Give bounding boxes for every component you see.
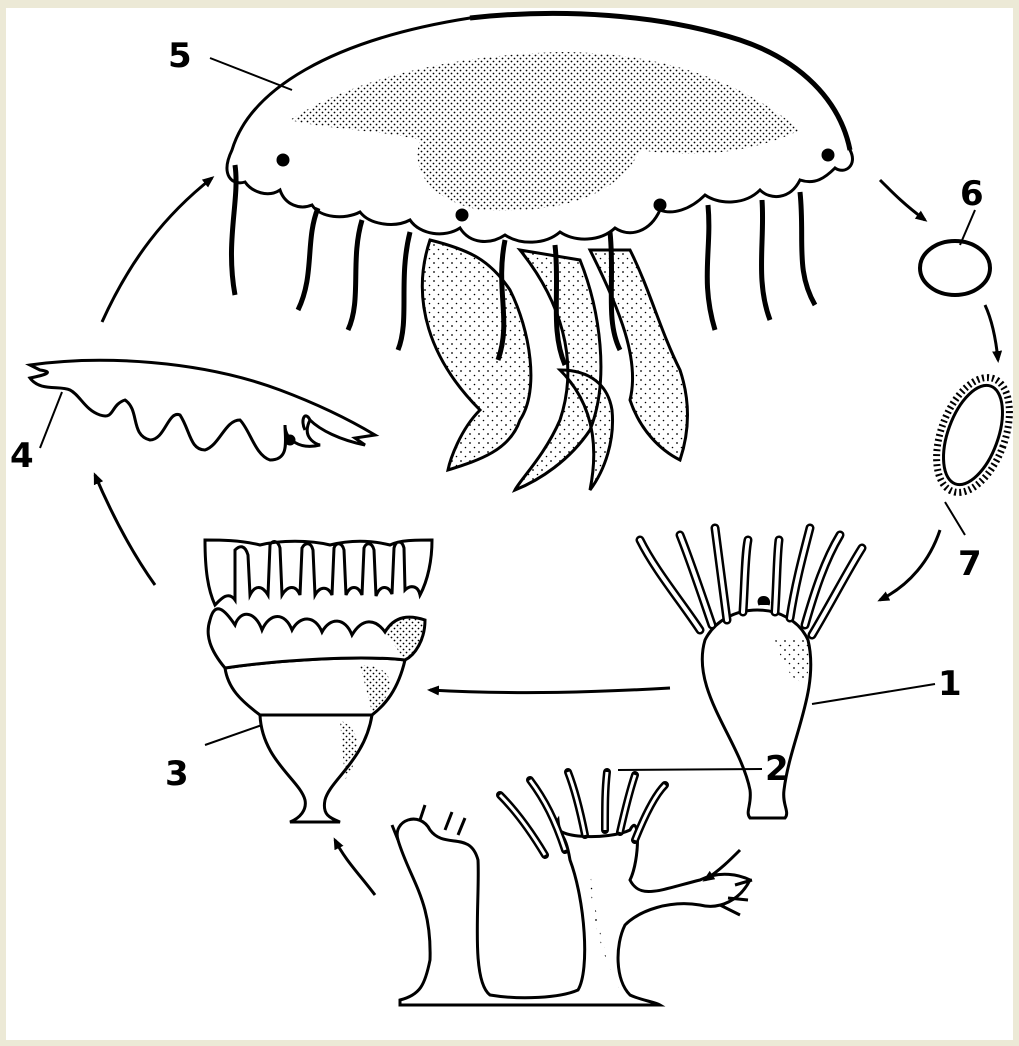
medusa-tentacle xyxy=(298,208,318,310)
budding-polyp-stage xyxy=(392,772,752,1005)
leader-1 xyxy=(812,684,935,704)
medusa-tentacle xyxy=(800,192,815,305)
ephyra-stage xyxy=(30,360,375,460)
arrow-2-to-3 xyxy=(335,840,375,895)
label-5: 5 xyxy=(168,36,192,76)
label-6: 6 xyxy=(960,174,984,214)
leader-7 xyxy=(945,502,965,535)
leader-5 xyxy=(210,58,292,90)
medusa-tentacle xyxy=(231,165,236,295)
label-1: 1 xyxy=(938,664,962,704)
leader-2 xyxy=(618,769,762,770)
strobila-stage xyxy=(205,540,432,822)
medusa-tentacle xyxy=(761,200,770,320)
arrow-7-to-1 xyxy=(880,530,940,600)
leader-3 xyxy=(205,725,262,745)
medusa-tentacle xyxy=(398,232,410,350)
planula-larva-stage xyxy=(922,368,1019,503)
egg-stage xyxy=(920,241,990,295)
label-4: 4 xyxy=(10,436,34,476)
leader-6 xyxy=(960,210,975,245)
arrow-6-to-7 xyxy=(985,305,998,360)
leader-4 xyxy=(40,392,62,448)
medusa-tentacle xyxy=(707,205,715,330)
arrow-5-to-6 xyxy=(880,180,925,220)
medusa-tentacle xyxy=(348,220,362,330)
medusa-oral-arm xyxy=(422,240,531,470)
arrow-3-to-4 xyxy=(95,475,155,585)
arrow-1-to-3 xyxy=(430,688,670,693)
label-7: 7 xyxy=(958,544,982,584)
polyp-stage xyxy=(640,528,862,818)
label-3: 3 xyxy=(165,754,189,794)
label-2: 2 xyxy=(765,749,789,789)
arrow-4-to-5 xyxy=(102,178,212,322)
